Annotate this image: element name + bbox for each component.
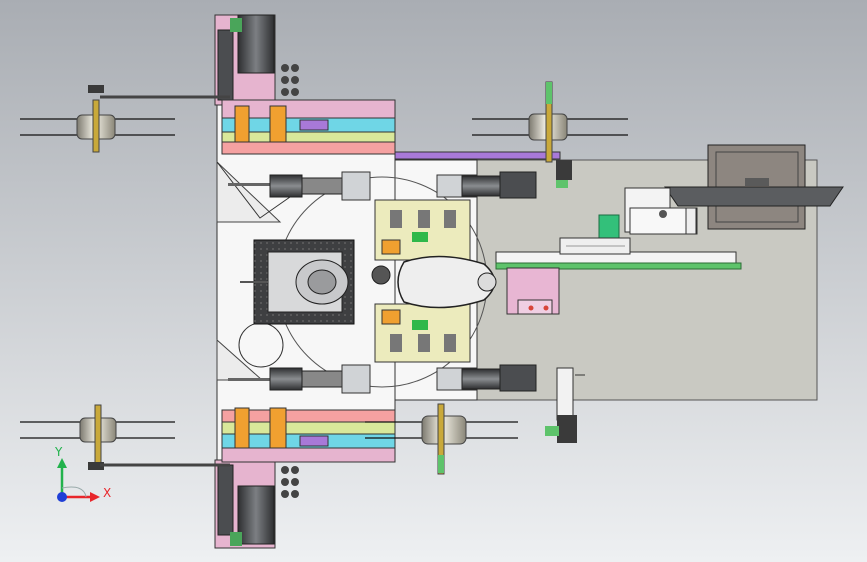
control-cabinet — [664, 144, 844, 230]
unwind-roll-bottom-left — [20, 404, 230, 470]
cylinder-top-right — [436, 171, 537, 199]
cylinder-bottom-right — [436, 364, 537, 392]
central-fixture — [240, 239, 355, 325]
cylinder-top-left — [228, 171, 371, 201]
tooling-bottom — [374, 303, 471, 363]
axis-y-label: Y — [54, 445, 63, 459]
top-purple-bar — [394, 151, 561, 160]
bottom-feed-strip — [221, 407, 396, 463]
top-feed-strip — [221, 99, 396, 155]
sensor-panel — [624, 187, 698, 235]
vertical-actuator — [545, 367, 585, 443]
bottom-left-drive — [214, 459, 299, 549]
left-circle — [238, 322, 284, 368]
unwind-roll-top-right — [472, 81, 628, 188]
unwind-roll-top-left — [20, 85, 230, 153]
top-left-drive — [214, 14, 299, 106]
conveyor-rail — [495, 237, 742, 270]
pink-module — [506, 267, 560, 315]
workpiece — [371, 255, 497, 309]
cylinder-bottom-left — [228, 364, 371, 394]
axis-x-label: X — [103, 486, 111, 500]
unwind-roll-bottom-mid — [365, 403, 518, 475]
tooling-top — [374, 199, 471, 261]
coordinate-triad: Y X — [54, 445, 111, 502]
